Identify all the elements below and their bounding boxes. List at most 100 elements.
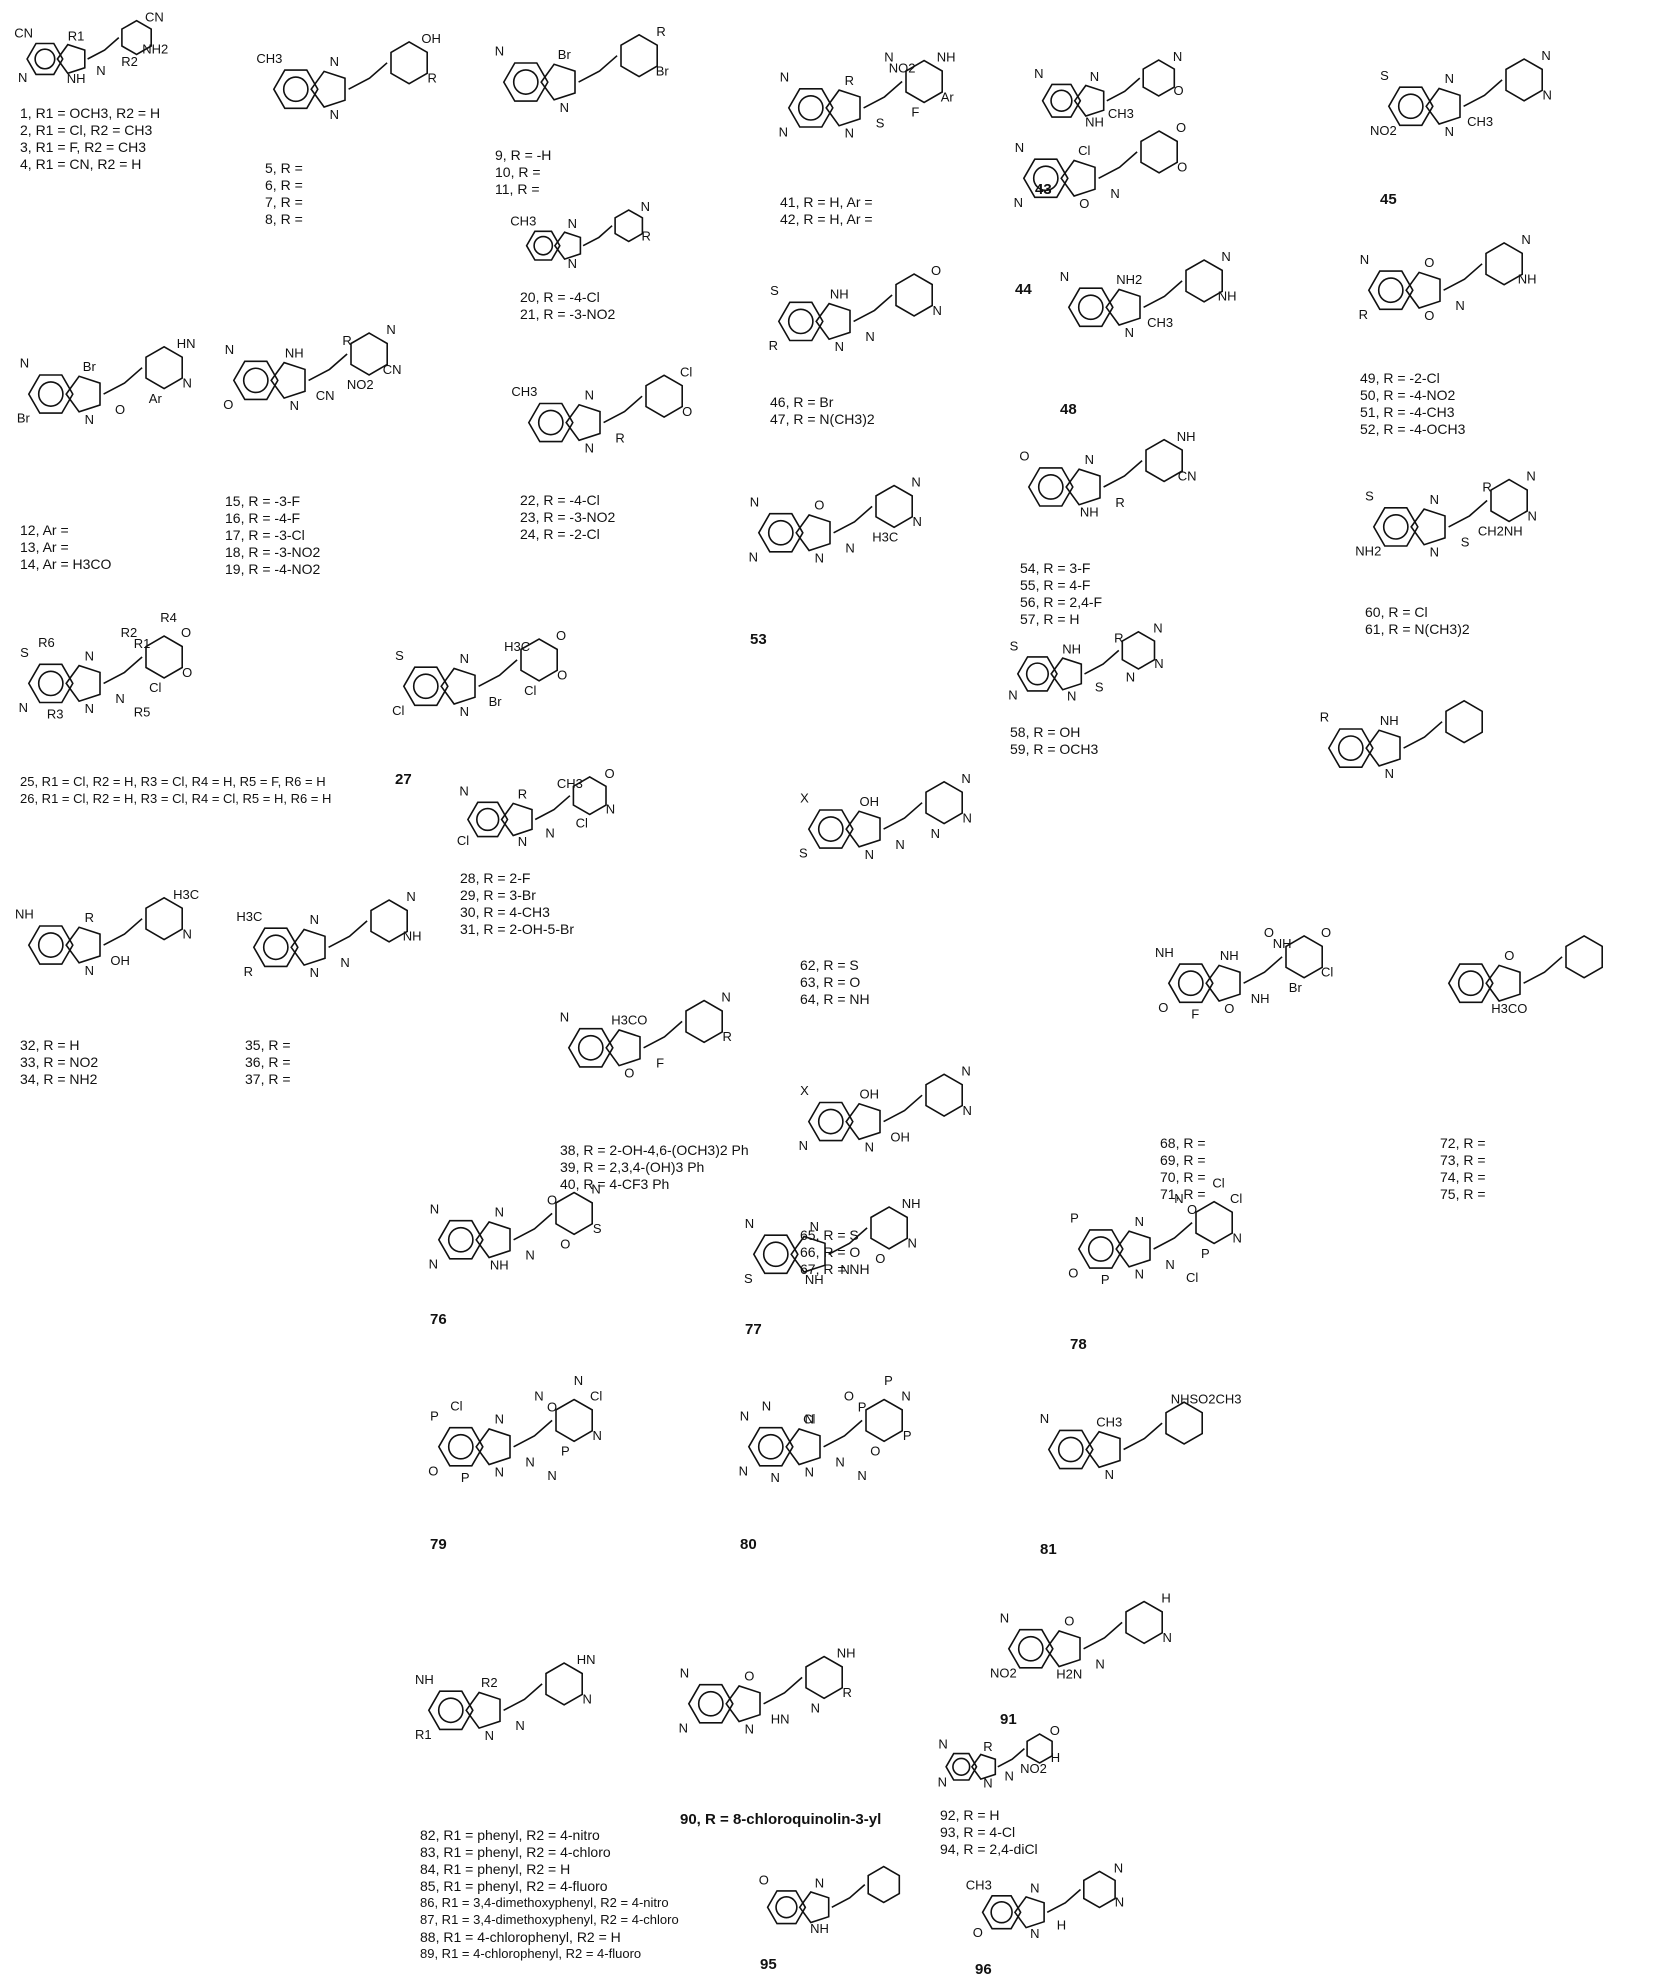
- compound-label: 54, R = 3-F: [1020, 560, 1091, 576]
- compound-label: 69, R =: [1160, 1152, 1206, 1168]
- atom-label: OH: [860, 1087, 880, 1102]
- atom-label: N: [933, 303, 942, 318]
- atom-label: NH: [937, 50, 956, 65]
- bond-chain: [1143, 280, 1183, 309]
- atom-label: HN: [577, 1652, 596, 1667]
- atom-label: N: [911, 475, 920, 490]
- aromatic-circle: [262, 934, 289, 961]
- ring-imidazole: [605, 1029, 641, 1067]
- aromatic-circle: [697, 1690, 724, 1717]
- ring-aryl: [895, 273, 933, 317]
- ring-benzene: [1077, 1229, 1124, 1269]
- atom-label: NH: [830, 286, 849, 301]
- compound-label: 95: [760, 1956, 777, 1973]
- ring-aryl: [1121, 630, 1156, 670]
- compound-label: 93, R = 4-Cl: [940, 1824, 1016, 1840]
- atom-label: N: [865, 847, 874, 862]
- atom-label: N: [525, 1455, 534, 1470]
- ring-aryl: [1195, 1200, 1233, 1245]
- atom-label: NHSO2CH3: [1171, 1391, 1242, 1406]
- atom-label: N: [1543, 88, 1552, 103]
- atom-label: N: [1126, 670, 1135, 685]
- ring-imidazole: [1065, 468, 1101, 506]
- atom-label: X: [800, 1083, 809, 1098]
- atom-label: Br: [17, 411, 31, 426]
- atom-label: NH: [1155, 945, 1174, 960]
- compound-label: 45: [1380, 191, 1397, 208]
- bond-chain: [103, 918, 143, 946]
- compound-label: 28, R = 2-F: [460, 870, 531, 886]
- bond-chain: [87, 36, 120, 60]
- ring-aryl: [1505, 58, 1543, 102]
- atom-label: NH: [902, 1196, 921, 1211]
- ring-aryl: [1185, 259, 1223, 303]
- atom-label: O: [428, 1463, 438, 1478]
- atom-label: N: [593, 1428, 602, 1443]
- atom-label: N: [835, 339, 844, 354]
- ring-benzene: [807, 809, 854, 849]
- atom-label: O: [1504, 948, 1514, 963]
- atom-label: S: [1380, 68, 1389, 83]
- bond-chain: [863, 80, 903, 109]
- atom-label: R: [615, 430, 624, 445]
- atom-label: N: [534, 1389, 543, 1404]
- atom-label: N: [895, 837, 904, 852]
- atom-label: N: [983, 1775, 992, 1790]
- atom-label: N: [1015, 140, 1024, 155]
- compound-label: 33, R = NO2: [20, 1054, 99, 1070]
- compound-label: 88, R1 = 4-chlorophenyl, R2 = H: [420, 1929, 621, 1945]
- atom-label: R: [845, 73, 854, 88]
- atom-label: N: [591, 1182, 600, 1197]
- compound-label: 59, R = OCH3: [1010, 741, 1099, 757]
- compound-label: 51, R = -4-CH3: [1360, 404, 1455, 420]
- atom-label: R: [518, 787, 527, 802]
- atom-label: S: [1095, 680, 1104, 695]
- aromatic-circle: [447, 1226, 474, 1253]
- compound-label: 38, R = 2-OH-4,6-(OCH3)2 Ph: [560, 1142, 749, 1158]
- bond-chain: [513, 1212, 553, 1241]
- atom-label: N: [1135, 1214, 1144, 1229]
- atom-label: N: [1114, 1860, 1123, 1875]
- atom-label: N: [96, 63, 105, 78]
- ring-imidazole: [1073, 84, 1105, 117]
- atom-label: N: [745, 1722, 754, 1737]
- atom-label: R: [1482, 480, 1491, 495]
- atom-label: O: [759, 1873, 769, 1888]
- ring-benzene: [1047, 1429, 1094, 1470]
- atom-label: N: [85, 648, 94, 663]
- aromatic-circle: [762, 1241, 789, 1268]
- ring-imidazole: [795, 514, 831, 552]
- compound-label: 65, R = S: [800, 1227, 859, 1243]
- compound-label: 62, R = S: [800, 957, 859, 973]
- ring-imidazole: [1485, 964, 1521, 1002]
- bond-chain: [1403, 721, 1443, 749]
- aromatic-circle: [1017, 1635, 1044, 1662]
- atom-label: F: [656, 1056, 664, 1071]
- atom-label: N: [908, 1236, 917, 1251]
- atom-label: P: [884, 1373, 893, 1388]
- atom-label: N: [1385, 766, 1394, 781]
- compound-label: 61, R = N(CH3)2: [1365, 621, 1470, 637]
- atom-label: N: [805, 1412, 814, 1427]
- atom-label: O: [1224, 1001, 1234, 1016]
- atom-label: N: [574, 1373, 583, 1388]
- ring-aryl: [620, 33, 658, 78]
- atom-label: N: [460, 704, 469, 719]
- compound-label: 89, R1 = 4-chlorophenyl, R2 = 4-fluoro: [420, 1946, 642, 1961]
- atom-label: N: [857, 1468, 866, 1483]
- ring-benzene: [402, 666, 449, 707]
- atom-label: N: [1095, 1657, 1104, 1672]
- atom-label: Cl: [524, 683, 536, 698]
- atom-label: N: [430, 1201, 439, 1216]
- atom-label: N: [183, 376, 192, 391]
- atom-label: O: [1064, 1614, 1074, 1629]
- atom-label: N: [961, 771, 970, 786]
- bond-chain: [823, 1419, 863, 1448]
- compound-label: 30, R = 4-CH3: [460, 904, 550, 920]
- atom-label: R: [723, 1029, 732, 1044]
